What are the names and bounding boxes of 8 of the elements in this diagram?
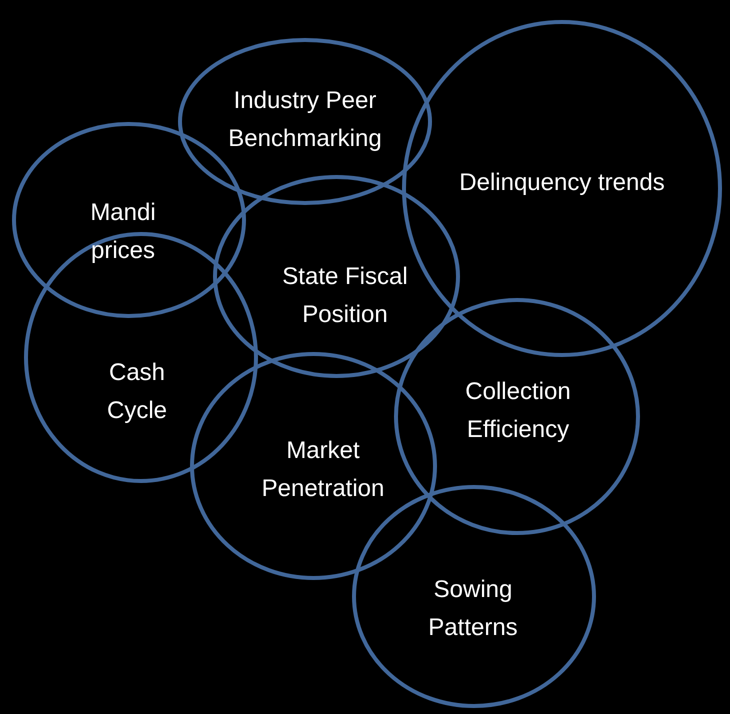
circle-label: Market Penetration (260, 436, 386, 504)
circle-label: Cash Cycle (106, 358, 168, 426)
circle-label: Mandi prices (89, 198, 157, 266)
circle-label: Industry Peer Benchmarking (227, 86, 383, 154)
circle-label: Sowing Patterns (427, 575, 519, 643)
circle-label: State Fiscal Position (281, 262, 409, 330)
circle-label: Delinquency trends (458, 168, 666, 198)
circle-label: Collection Efficiency (464, 377, 572, 445)
